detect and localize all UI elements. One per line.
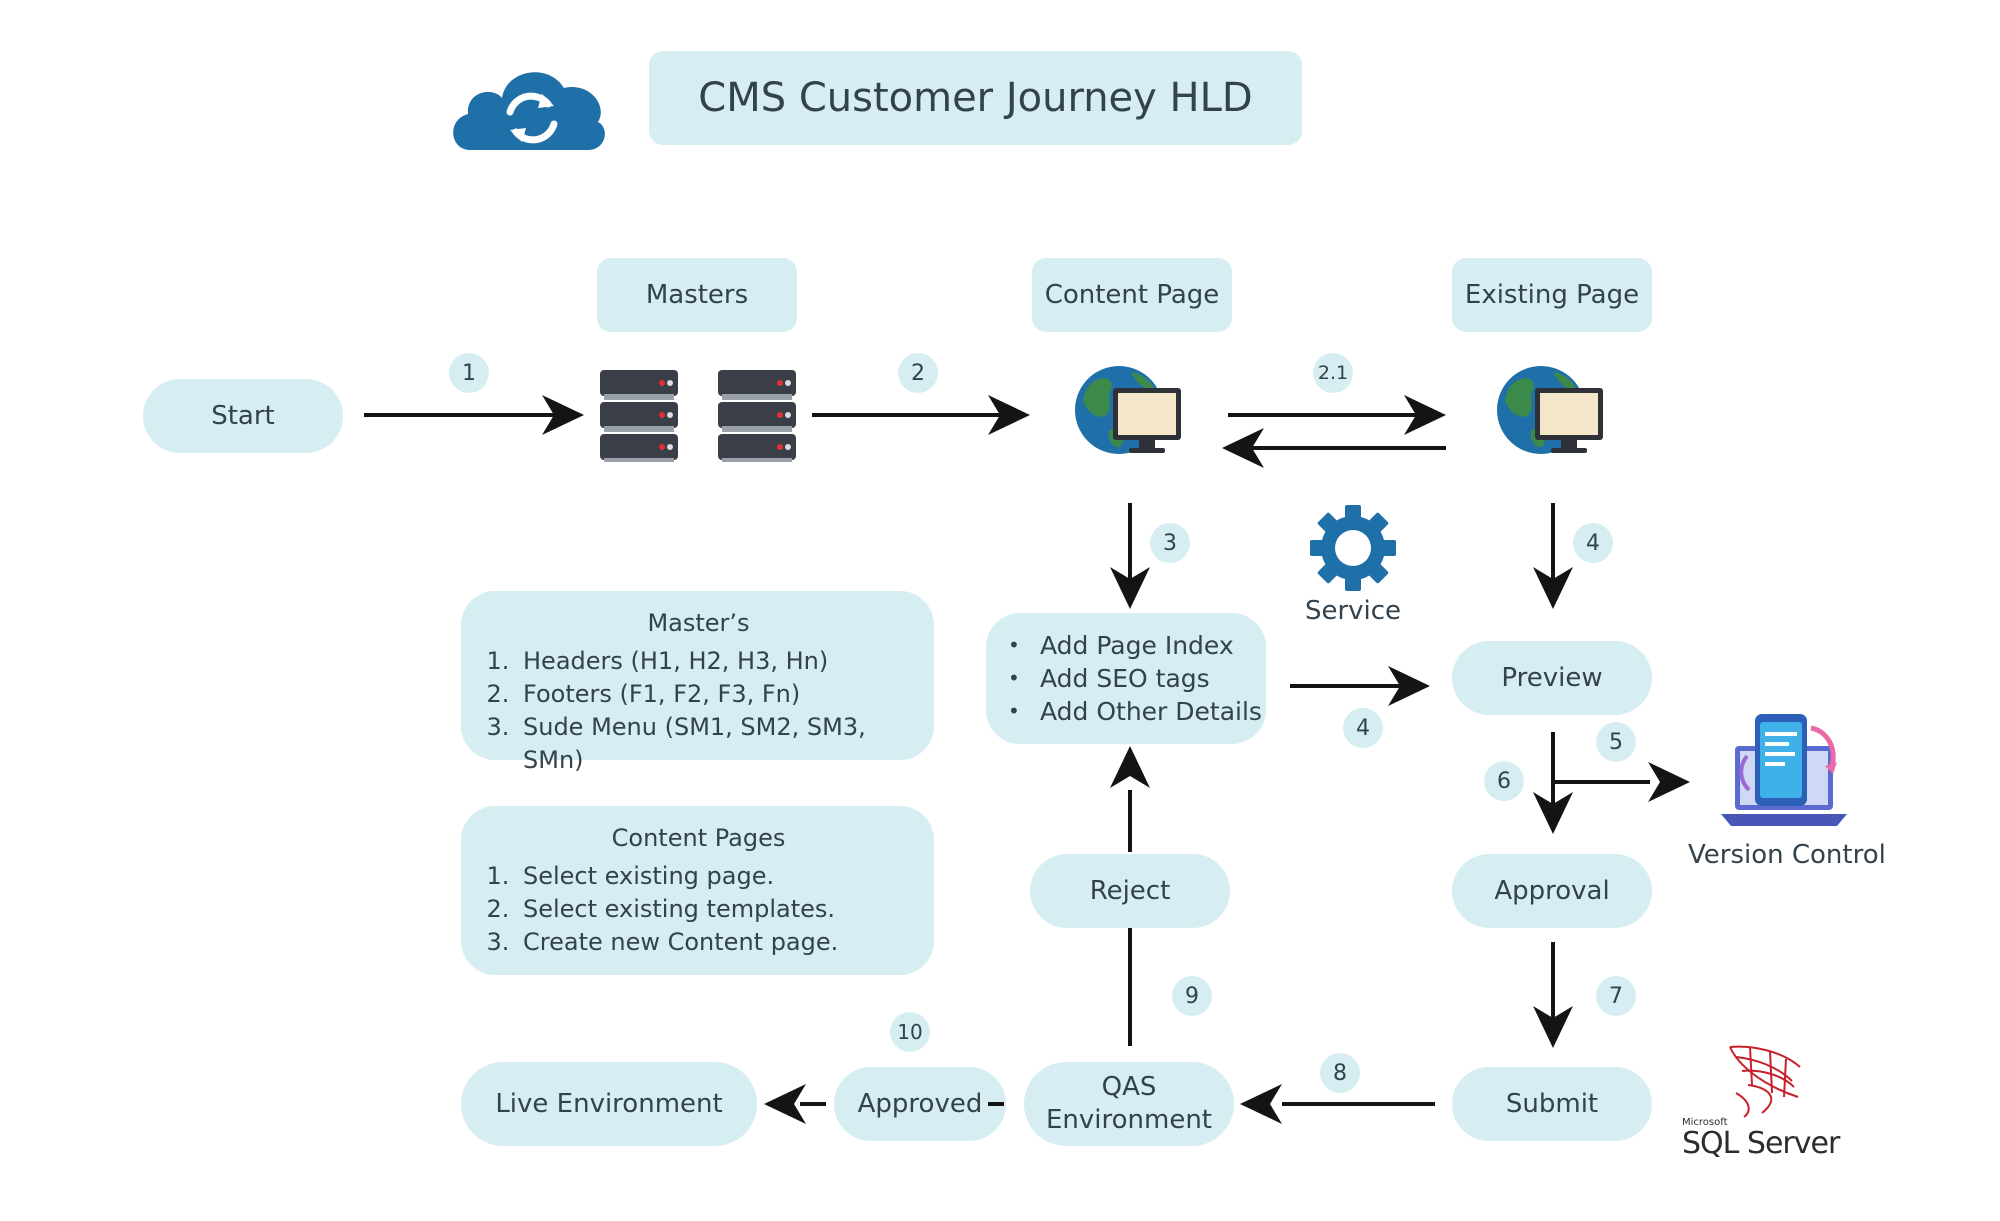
step-badge-2: 2 [898, 353, 938, 393]
version-control-caption: Version Control [1688, 840, 1886, 870]
server-rack-icon [600, 370, 678, 462]
globe-computer-icon [1075, 360, 1185, 460]
content-page-label: Content Page [1032, 258, 1232, 332]
content-pages-card: Content Pages Select existing page. Sele… [461, 806, 934, 975]
step-badge-2-1: 2.1 [1313, 353, 1353, 393]
approval-node: Approval [1452, 854, 1652, 928]
server-rack-icon [718, 370, 796, 462]
step-badge-1: 1 [449, 353, 489, 393]
service-caption: Service [1304, 596, 1402, 626]
masters-label: Masters [597, 258, 797, 332]
list-item: Sude Menu (SM1, SM2, SM3, SMn) [517, 711, 914, 777]
arrowhead [1533, 567, 1573, 609]
step-badge-4: 4 [1573, 523, 1613, 563]
arrowhead [988, 395, 1030, 435]
content-pages-card-title: Content Pages [611, 824, 786, 852]
content-pages-card-list: Select existing page. Select existing te… [483, 860, 914, 959]
arrowhead [1404, 395, 1446, 435]
masters-card-title: Master’s [647, 609, 750, 637]
masters-card-list: Headers (H1, H2, H3, Hn) Footers (F1, F2… [483, 645, 914, 777]
step-badge-9: 9 [1172, 976, 1212, 1016]
cloud-sync-icon [448, 58, 608, 150]
page-details-list: Add Page Index Add SEO tags Add Other De… [1004, 629, 1262, 728]
arrowhead [1388, 666, 1430, 706]
page-details-node: Add Page Index Add SEO tags Add Other De… [986, 613, 1266, 744]
arrowhead [542, 395, 584, 435]
list-item: Select existing page. [517, 860, 914, 893]
arrowhead [1110, 567, 1150, 609]
list-item: Add Other Details [1004, 695, 1262, 728]
list-item: Footers (F1, F2, F3, Fn) [517, 678, 914, 711]
arrowhead [1533, 1006, 1573, 1048]
arrowhead [1110, 746, 1150, 788]
globe-computer-icon [1497, 360, 1607, 460]
step-badge-6: 6 [1484, 761, 1524, 801]
arrowhead [1533, 792, 1573, 834]
reject-node: Reject [1030, 854, 1230, 928]
sql-server-vendor: Microsoft [1682, 1117, 1728, 1128]
start-node: Start [143, 379, 343, 453]
sql-server-logo [1722, 1041, 1806, 1121]
step-badge-4: 4 [1343, 708, 1383, 748]
gear-icon [1310, 505, 1396, 591]
step-badge-10: 10 [890, 1012, 930, 1052]
step-badge-8: 8 [1320, 1053, 1360, 1093]
arrowhead [1240, 1084, 1282, 1124]
arrowhead [1648, 762, 1690, 802]
arrowhead [764, 1084, 806, 1124]
approved-node: Approved [834, 1067, 1006, 1141]
live-environment-node: Live Environment [461, 1062, 757, 1146]
step-badge-7: 7 [1596, 976, 1636, 1016]
laptop-phone-sync-icon [1713, 710, 1848, 830]
arrowhead [1222, 428, 1264, 468]
list-item: Create new Content page. [517, 926, 914, 959]
submit-node: Submit [1452, 1067, 1652, 1141]
list-item: Add Page Index [1004, 629, 1262, 662]
page-title: CMS Customer Journey HLD [649, 51, 1302, 145]
step-badge-3: 3 [1150, 523, 1190, 563]
qas-environment-node: QAS Environment [1024, 1062, 1234, 1146]
list-item: Add SEO tags [1004, 662, 1262, 695]
step-badge-5: 5 [1596, 722, 1636, 762]
existing-page-label: Existing Page [1452, 258, 1652, 332]
masters-card: Master’s Headers (H1, H2, H3, Hn) Footer… [461, 591, 934, 774]
list-item: Headers (H1, H2, H3, Hn) [517, 645, 914, 678]
preview-node: Preview [1452, 641, 1652, 715]
sql-server-wordmark: SQL Server [1682, 1126, 1840, 1161]
list-item: Select existing templates. [517, 893, 914, 926]
